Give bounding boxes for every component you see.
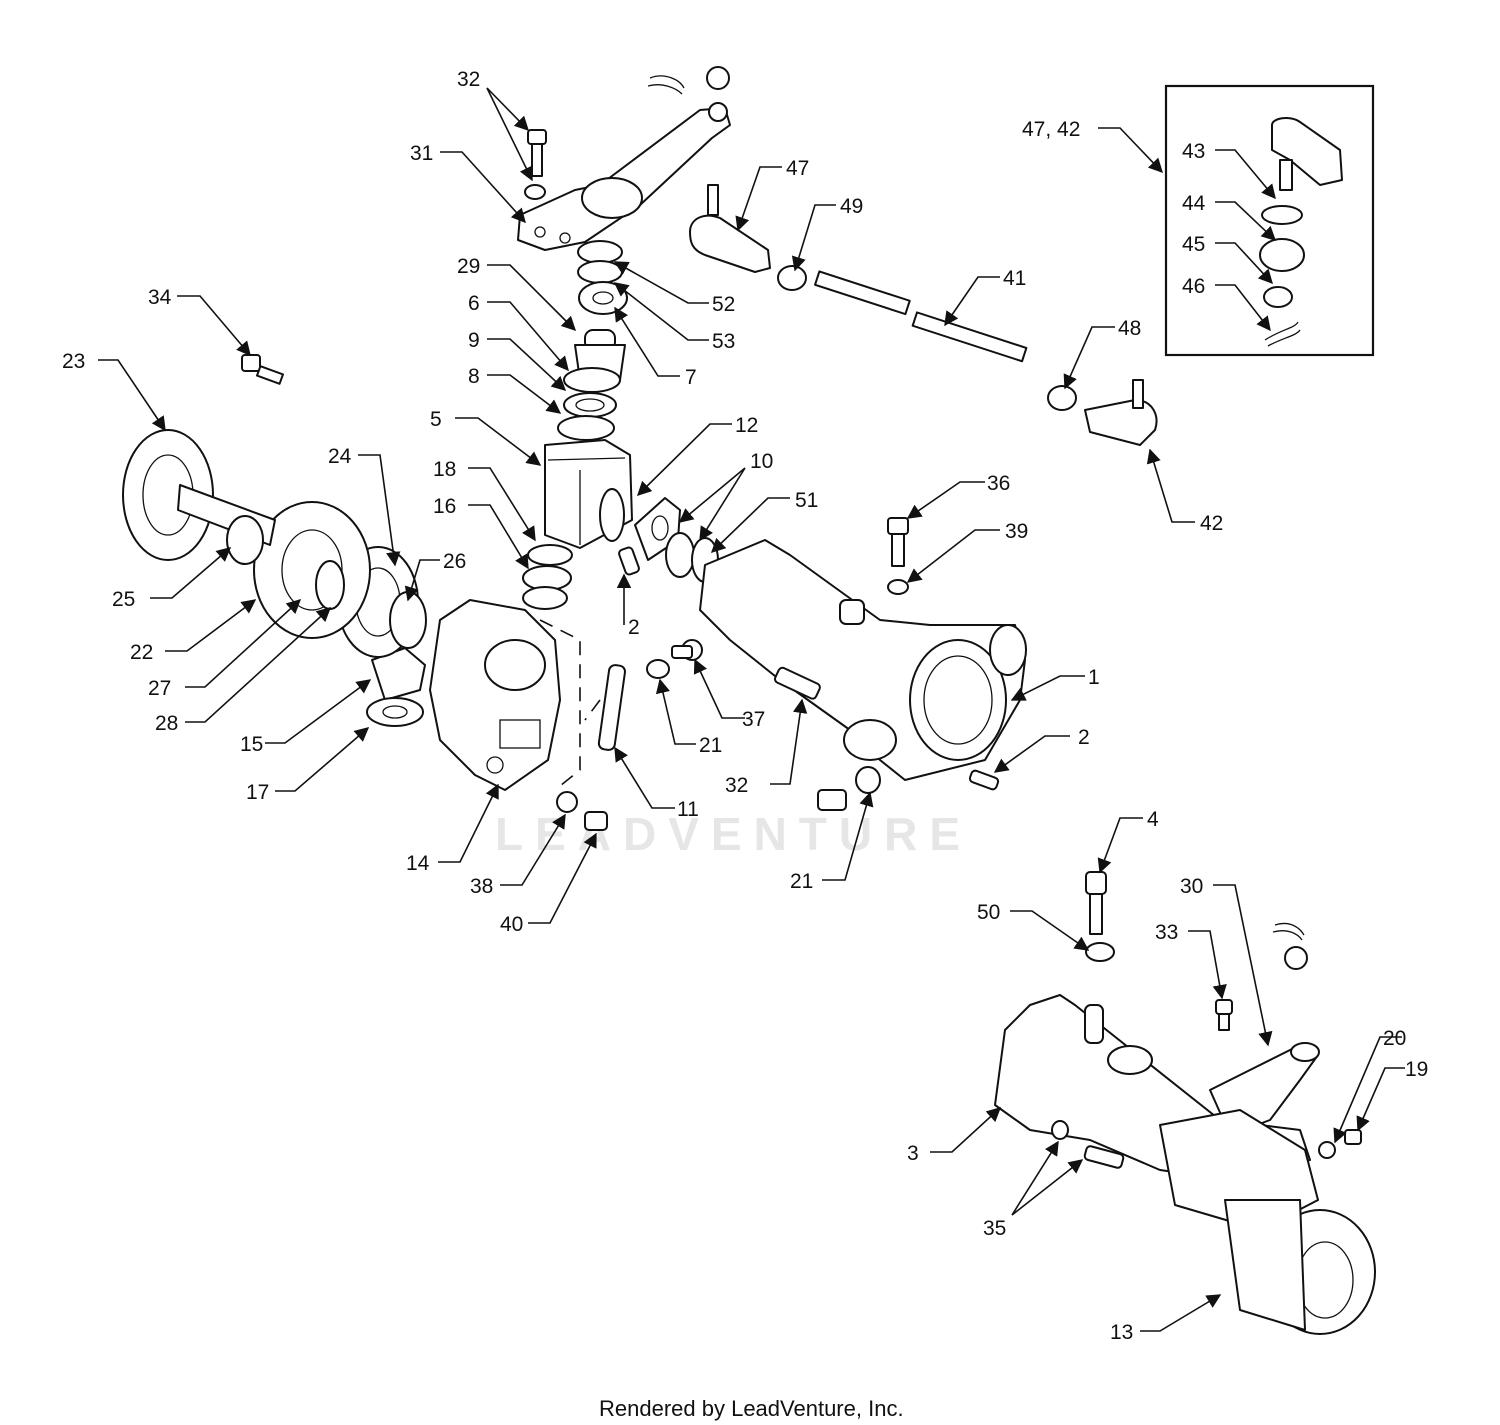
callout-46: 46 xyxy=(1182,275,1205,298)
callout-32-middle: 32 xyxy=(725,774,748,797)
callout-32-top: 32 xyxy=(457,68,480,91)
callout-34: 34 xyxy=(148,286,172,309)
callout-15: 15 xyxy=(240,733,263,756)
callout-47-42: 47, 42 xyxy=(1022,118,1080,141)
leader-lines xyxy=(98,87,1405,1332)
callout-20: 20 xyxy=(1383,1027,1406,1050)
bolt-32-top xyxy=(524,129,547,200)
callout-26: 26 xyxy=(443,550,466,573)
callout-35: 35 xyxy=(983,1217,1006,1240)
callout-36: 36 xyxy=(987,472,1010,495)
callout-40: 40 xyxy=(500,913,523,936)
callout-21-middle: 21 xyxy=(699,734,722,757)
callout-10: 10 xyxy=(750,450,773,473)
bolt-4-and-washer-50 xyxy=(1085,871,1115,962)
shaft-11 xyxy=(597,664,626,751)
callout-13: 13 xyxy=(1110,1321,1133,1344)
callout-52: 52 xyxy=(712,293,735,316)
lower-gear-case xyxy=(429,599,561,791)
upper-gear-case xyxy=(544,439,633,549)
callout-50: 50 xyxy=(977,901,1000,924)
callout-41: 41 xyxy=(1003,267,1026,290)
inset-box xyxy=(1164,84,1375,357)
bolt-36 xyxy=(887,517,909,595)
hub-23 xyxy=(122,429,276,565)
steering-column-stack xyxy=(557,240,628,441)
callout-16: 16 xyxy=(433,495,456,518)
callout-44: 44 xyxy=(1182,192,1206,215)
pin-2-right xyxy=(968,769,1000,791)
axle-housing xyxy=(699,539,1027,781)
callout-8: 8 xyxy=(468,365,480,388)
callout-25: 25 xyxy=(112,588,135,611)
callout-3: 3 xyxy=(907,1142,919,1165)
callout-7: 7 xyxy=(685,366,697,389)
bolt-32-middle xyxy=(773,666,821,700)
callout-53: 53 xyxy=(712,330,735,353)
callout-9: 9 xyxy=(468,329,480,352)
dashed-assembly-line xyxy=(539,619,581,791)
callout-2-right: 2 xyxy=(1078,726,1090,749)
callout-24: 24 xyxy=(328,445,352,468)
parts-drawing xyxy=(122,66,1376,1335)
tie-rod-assembly xyxy=(689,184,1158,446)
callout-12: 12 xyxy=(735,414,758,437)
callout-31: 31 xyxy=(410,142,433,165)
callout-5: 5 xyxy=(430,408,442,431)
steering-knuckle xyxy=(1159,1042,1376,1335)
nut-bolt-38-40 xyxy=(556,791,608,831)
flange-cover-22 xyxy=(253,501,371,639)
callout-28: 28 xyxy=(155,712,178,735)
callout-30: 30 xyxy=(1180,875,1203,898)
pin-2-left xyxy=(618,546,640,576)
bolt-35 xyxy=(1051,1120,1125,1169)
callout-6: 6 xyxy=(468,292,480,315)
callout-39: 39 xyxy=(1005,520,1028,543)
callout-23: 23 xyxy=(62,350,85,373)
callout-33: 33 xyxy=(1155,921,1178,944)
callout-45: 45 xyxy=(1182,233,1205,256)
pitman-arm xyxy=(517,66,731,251)
callout-48: 48 xyxy=(1118,317,1141,340)
washer-bolt-37 xyxy=(646,639,703,679)
callout-4: 4 xyxy=(1147,808,1159,831)
callout-43: 43 xyxy=(1182,140,1205,163)
callout-42: 42 xyxy=(1200,512,1223,535)
bolts-19-20 xyxy=(1318,1129,1362,1159)
callout-38: 38 xyxy=(470,875,493,898)
bolt-21-lower xyxy=(817,766,881,811)
bolt-33 xyxy=(1215,999,1233,1031)
callout-51: 51 xyxy=(795,489,818,512)
callout-18: 18 xyxy=(433,458,456,481)
callout-27: 27 xyxy=(148,677,171,700)
bolt-34 xyxy=(241,354,284,385)
callout-labels: 32 31 29 6 9 8 5 18 16 52 53 7 12 10 51 … xyxy=(62,68,1428,1344)
callout-21-lower: 21 xyxy=(790,870,813,893)
callout-14: 14 xyxy=(406,852,430,875)
watermark: LEADVENTURE xyxy=(495,808,972,860)
pinion-gear-15 xyxy=(366,647,426,727)
callout-1: 1 xyxy=(1088,666,1100,689)
callout-49: 49 xyxy=(840,195,863,218)
nut-and-pin-right xyxy=(1272,922,1308,970)
callout-29: 29 xyxy=(457,255,480,278)
callout-17: 17 xyxy=(246,781,269,804)
callout-2-left: 2 xyxy=(628,616,640,639)
callout-37: 37 xyxy=(742,708,765,731)
bearings-16-18 xyxy=(522,544,573,610)
callout-22: 22 xyxy=(130,641,153,664)
footer-credit: Rendered by LeadVenture, Inc. xyxy=(599,1396,904,1421)
callout-47: 47 xyxy=(786,157,809,180)
callout-11: 11 xyxy=(677,798,699,821)
inset-detail-parts xyxy=(1259,117,1343,347)
callout-19: 19 xyxy=(1405,1058,1428,1081)
